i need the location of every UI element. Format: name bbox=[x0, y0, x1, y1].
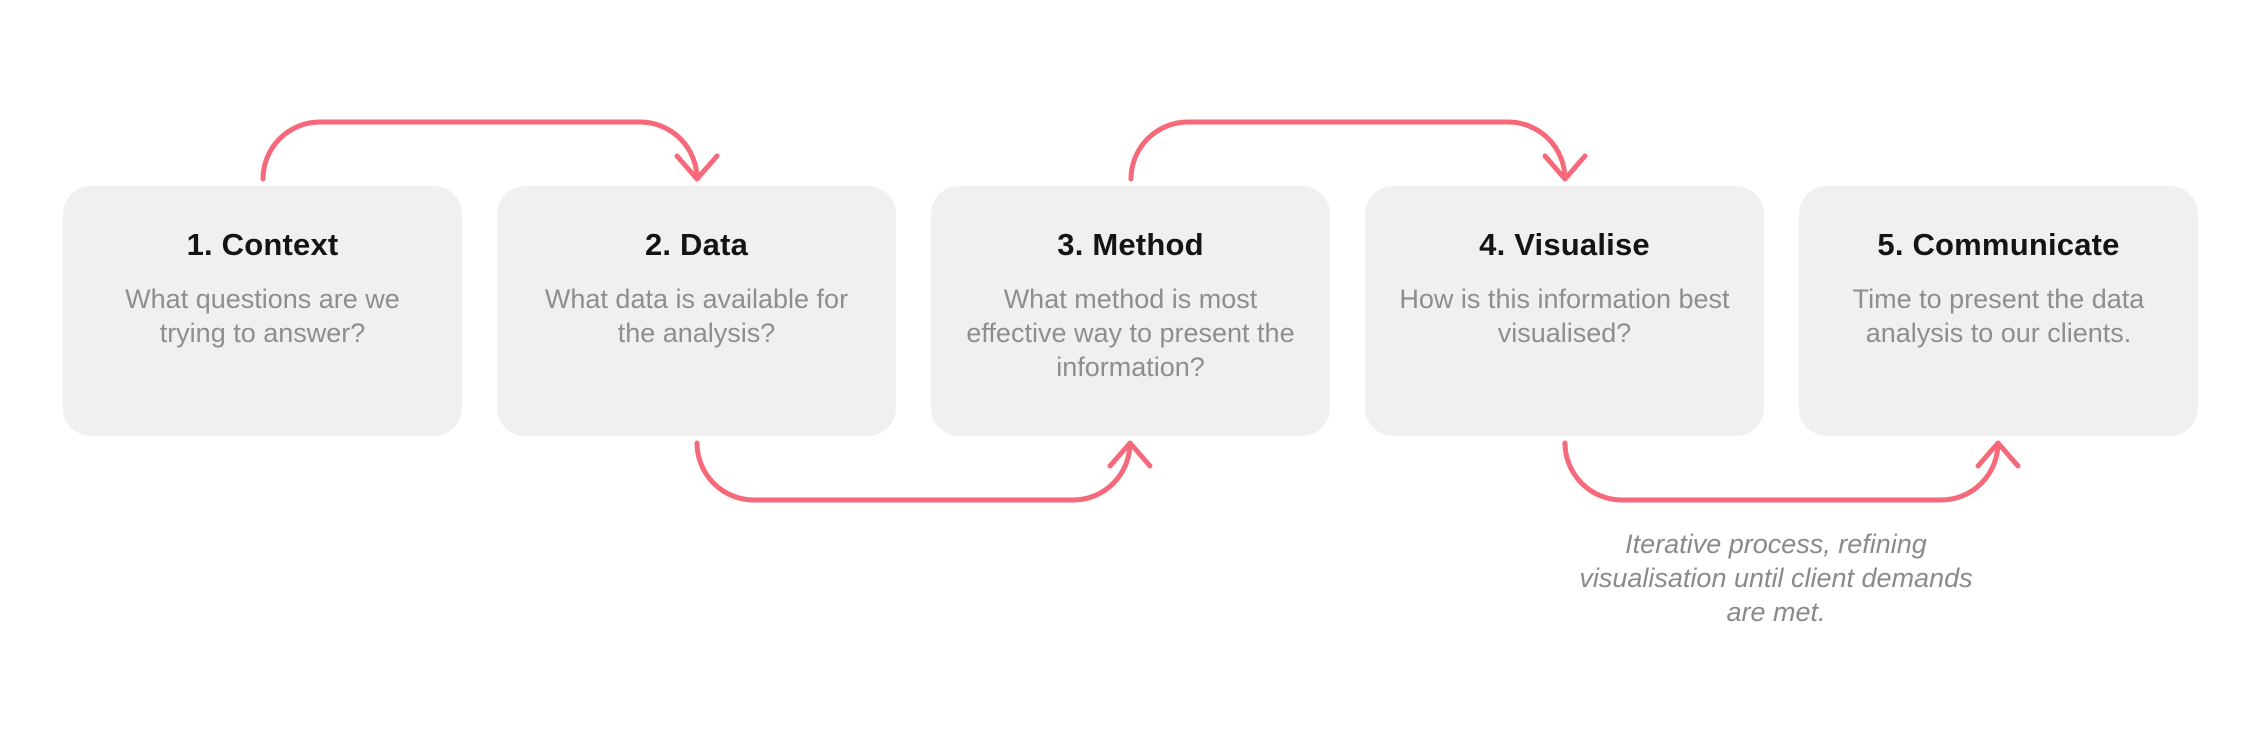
step-title: 2. Data bbox=[644, 227, 749, 262]
step-description: Time to present the data analysis to our… bbox=[1852, 284, 2145, 348]
step-description: How is this information best visualised? bbox=[1399, 284, 1730, 348]
step-description: What data is available for the analysis? bbox=[544, 284, 849, 348]
step-description: What method is most effective way to pre… bbox=[966, 284, 1295, 382]
step-title: 1. Context bbox=[186, 227, 339, 262]
arrow-method-to-visualise-icon bbox=[1128, 119, 1588, 182]
step-title: 5. Communicate bbox=[1877, 227, 2120, 262]
step-card-visualise: 4. Visualise How is this information bes… bbox=[1365, 186, 1764, 436]
step-description: What questions are we trying to answer? bbox=[125, 284, 400, 348]
step-card-context: 1. Context What questions are we trying … bbox=[63, 186, 462, 436]
step-title: 3. Method bbox=[1057, 227, 1204, 262]
arrow-visualise-to-communicate-icon bbox=[1562, 440, 2021, 503]
step-title: 4. Visualise bbox=[1479, 227, 1650, 262]
step-card-communicate: 5. Communicate Time to present the data … bbox=[1799, 186, 2198, 436]
arrow-context-to-data-icon bbox=[260, 119, 720, 182]
iteration-note: Iterative process, refining visualisatio… bbox=[1579, 529, 1973, 627]
step-card-data: 2. Data What data is available for the a… bbox=[497, 186, 896, 436]
arrow-data-to-method-icon bbox=[694, 440, 1153, 503]
step-card-method: 3. Method What method is most effective … bbox=[931, 186, 1330, 436]
